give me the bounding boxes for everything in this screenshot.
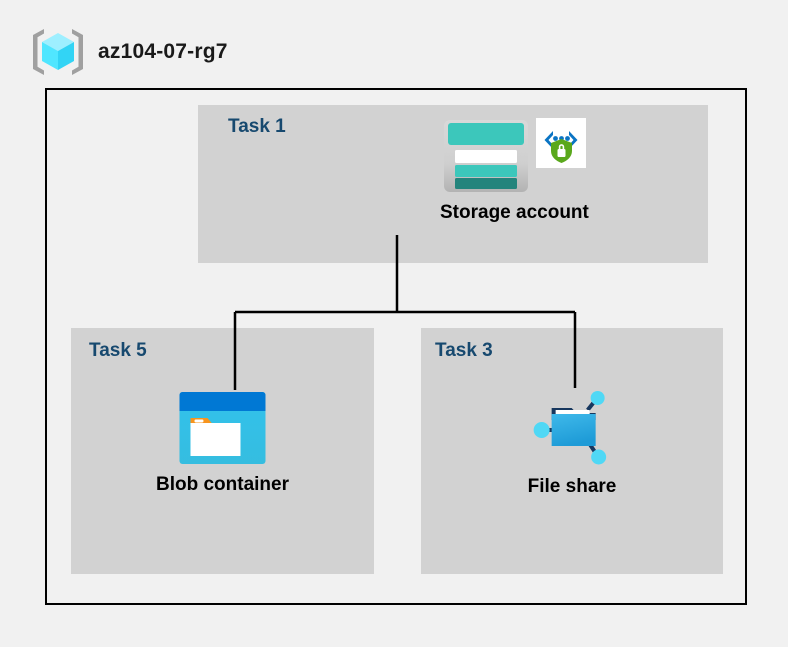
blob-container-icon	[179, 392, 266, 464]
node-storage-account[interactable]: Storage account	[440, 118, 589, 224]
resource-group-icon	[33, 29, 83, 75]
node-caption-blob-container: Blob container	[155, 474, 290, 495]
task-panel-task3[interactable]: Task 3 File share	[421, 328, 723, 574]
node-file-share[interactable]: File share	[527, 386, 617, 498]
page-title: az104-07-rg7	[98, 40, 228, 63]
task-label-task1: Task 1	[228, 116, 286, 137]
storage-account-icon	[444, 120, 529, 192]
node-caption-file-share: File share	[527, 476, 617, 497]
task-panel-task1[interactable]: Task 1	[198, 105, 708, 263]
resource-group-header: az104-07-rg7	[30, 26, 228, 78]
task-panel-task5[interactable]: Task 5 Blob container	[71, 328, 374, 574]
node-caption-storage-account: Storage account	[440, 202, 589, 223]
node-blob-container[interactable]: Blob container	[156, 390, 289, 496]
task-label-task3: Task 3	[435, 340, 493, 361]
file-share-icon	[534, 391, 607, 465]
task-label-task5: Task 5	[89, 340, 147, 361]
defender-for-storage-icon	[536, 118, 587, 168]
resource-group-boundary	[45, 88, 747, 605]
